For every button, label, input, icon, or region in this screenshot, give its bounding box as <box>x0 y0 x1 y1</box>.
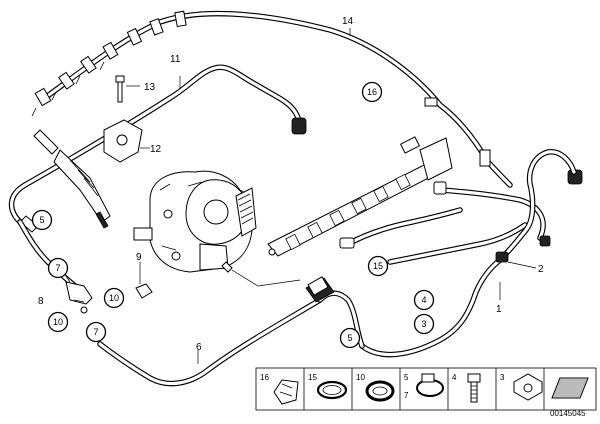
bolt-13 <box>115 75 140 103</box>
hose-14 <box>31 10 513 188</box>
pump-outlet <box>221 261 233 273</box>
harness-connectors <box>31 10 187 117</box>
legend-strip: 16 15 10 5 7 4 <box>255 367 597 411</box>
svg-text:5: 5 <box>39 215 44 225</box>
svg-text:16: 16 <box>260 373 269 382</box>
hose-1-2 <box>359 149 577 358</box>
callout-10a: 10 <box>103 287 125 309</box>
hose-15 <box>339 169 583 265</box>
injector <box>33 129 111 229</box>
injector-connector <box>33 129 59 155</box>
callout-5b: 5 <box>339 327 361 349</box>
bracket-12 <box>103 119 150 163</box>
label-11: 11 <box>170 54 181 65</box>
callout-4: 4 <box>413 289 435 311</box>
legend-item-15: 15 <box>308 373 348 400</box>
callout-10b: 10 <box>47 311 69 333</box>
callout-15: 15 <box>367 255 389 277</box>
svg-text:10: 10 <box>356 373 365 382</box>
svg-text:5: 5 <box>347 333 352 343</box>
svg-text:10: 10 <box>109 293 119 303</box>
sensor-10 <box>65 281 93 305</box>
svg-text:4: 4 <box>421 295 426 305</box>
legend-item-4: 4 <box>452 373 481 403</box>
legend-item-sheet <box>551 377 589 399</box>
callout-16: 16 <box>361 81 383 103</box>
legend-item-3: 3 <box>500 373 543 401</box>
svg-text:7: 7 <box>55 263 60 273</box>
hose-11 <box>8 64 307 233</box>
svg-text:3: 3 <box>421 319 426 329</box>
common-rail <box>267 136 453 257</box>
callout-7b: 7 <box>85 321 107 343</box>
legend-item-16: 16 <box>260 373 299 405</box>
high-pressure-pump <box>133 170 257 273</box>
label-14: 14 <box>342 16 354 27</box>
small-hose-left <box>17 219 93 314</box>
svg-text:15: 15 <box>308 373 317 382</box>
plug-9 <box>135 262 153 299</box>
svg-text:16: 16 <box>367 87 377 97</box>
svg-text:15: 15 <box>373 261 383 271</box>
connector-14b <box>479 149 491 167</box>
label-1: 1 <box>496 304 502 315</box>
reference-number: 00145045 <box>550 409 586 418</box>
label-13: 13 <box>144 82 156 93</box>
svg-text:3: 3 <box>500 373 505 382</box>
label-2: 2 <box>538 264 544 275</box>
hose-2-fitting <box>495 251 509 263</box>
pump-leader <box>231 269 301 287</box>
svg-text:7: 7 <box>404 391 409 400</box>
hose-8 <box>97 297 323 387</box>
legend-item-10: 10 <box>356 373 395 402</box>
label-6: 6 <box>196 342 202 353</box>
svg-text:7: 7 <box>93 327 98 337</box>
svg-text:4: 4 <box>452 373 457 382</box>
svg-text:10: 10 <box>53 317 63 327</box>
callout-5: 5 <box>31 209 53 231</box>
callout-3: 3 <box>413 313 435 335</box>
callout-7a: 7 <box>47 257 69 279</box>
clip-14 <box>424 97 438 107</box>
hose-11-end-fitting <box>291 117 307 135</box>
label-8: 8 <box>38 296 44 307</box>
label-9: 9 <box>136 252 142 263</box>
leader-lines <box>65 28 537 364</box>
svg-text:5: 5 <box>404 373 409 382</box>
label-12: 12 <box>150 144 162 155</box>
legend-item-5-7: 5 7 <box>404 373 444 400</box>
